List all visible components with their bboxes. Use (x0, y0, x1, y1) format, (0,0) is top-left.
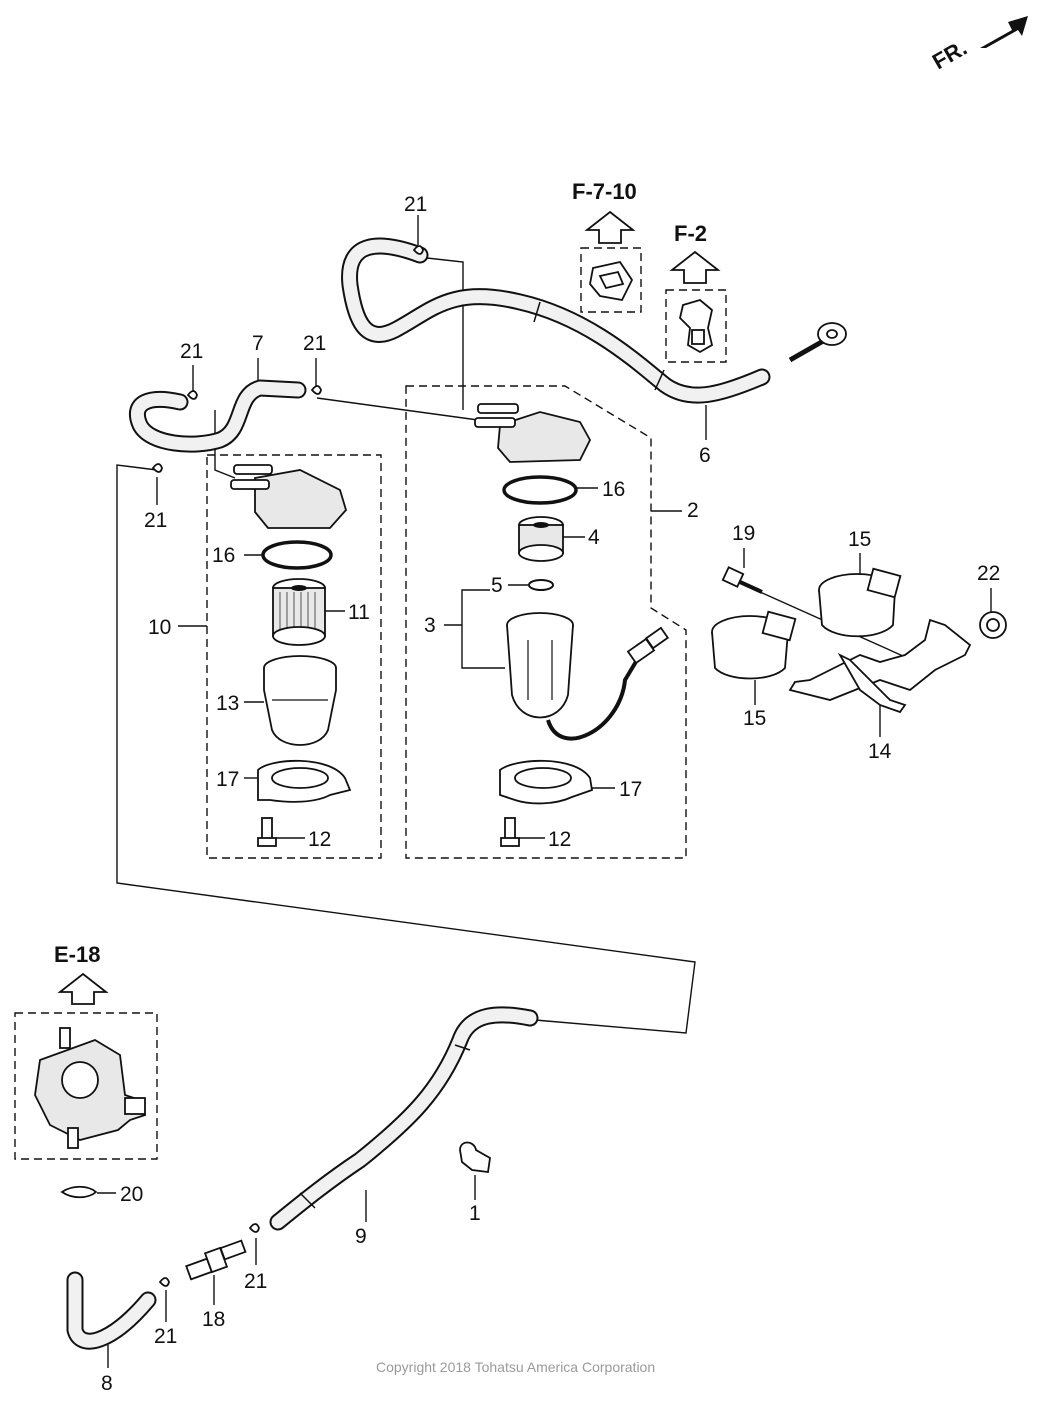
callout-13: 13 (216, 692, 239, 715)
connector-line-hose7-left (214, 410, 236, 479)
front-direction-indicator: FR. (928, 16, 1028, 74)
hose-clip-20 (60, 1185, 98, 1199)
hose-clip-icon-21f (158, 1277, 170, 1287)
callout-9: 9 (355, 1225, 367, 1248)
clamp-icon-f2 (679, 299, 714, 354)
fuel-pump-e18 (34, 1027, 147, 1149)
hose-clip-icon-21e (248, 1223, 260, 1233)
front-arrow-icon (980, 16, 1028, 48)
callout-17: 17 (619, 778, 642, 801)
hose-clip-icon-21b (186, 390, 198, 400)
callout-20: 20 (120, 1183, 143, 1206)
callout-8: 8 (101, 1372, 113, 1395)
bolt-12-left (257, 817, 277, 847)
callout-15: 15 (743, 707, 766, 730)
callout-19: 19 (732, 522, 755, 545)
filter-cup-13 (263, 655, 337, 746)
nut-22 (979, 611, 1007, 639)
fuel-hose-9 (269, 1006, 539, 1231)
reference-arrow-icon-f2 (669, 250, 721, 284)
fuel-hose-6 (341, 237, 771, 404)
reference-arrow-icon-f710 (584, 210, 636, 244)
callout-12: 12 (548, 828, 571, 851)
reference-box-f710 (580, 247, 642, 313)
callout-7: 7 (252, 332, 264, 355)
callout-22: 22 (977, 562, 1000, 585)
callout-21: 21 (244, 1270, 267, 1293)
float-4 (518, 516, 564, 562)
reference-arrow-icon-e18 (57, 972, 109, 1005)
callout-4: 4 (588, 526, 600, 549)
callout-16: 16 (212, 544, 235, 567)
assembly-box-10 (206, 454, 382, 859)
bracket-14 (788, 618, 972, 714)
gasket-17-left (257, 759, 352, 803)
reference-box-e18 (14, 1012, 158, 1160)
reference-label-f710: F-7-10 (572, 179, 637, 204)
callout-21: 21 (154, 1325, 177, 1348)
callout-2: 2 (687, 499, 699, 522)
callout-16: 16 (602, 478, 625, 501)
callout-6: 6 (699, 444, 711, 467)
callout-3: 3 (424, 614, 436, 637)
o-ring-16-left (261, 540, 333, 570)
callout-11: 11 (348, 601, 370, 624)
filter-element-11 (272, 578, 326, 646)
reference-label-f2: F-2 (674, 221, 707, 246)
o-ring-5 (528, 579, 554, 591)
o-ring-16-right (502, 475, 578, 505)
hose-clip-icon-21d (151, 463, 163, 473)
bolt-12-right (500, 817, 520, 847)
connector-line-filter-to-hose9 (116, 464, 696, 1034)
callout-5: 5 (491, 574, 503, 597)
hose-clip-icon-21c (310, 385, 322, 395)
copyright-text: Copyright 2018 Tohatsu America Corporati… (376, 1359, 655, 1375)
callout-15: 15 (848, 528, 871, 551)
callout-21: 21 (303, 332, 326, 355)
callout-10: 10 (148, 616, 171, 639)
assembly-box-2 (405, 385, 687, 859)
fuel-hose-7 (129, 379, 307, 453)
water-sensor-cup-3 (506, 612, 670, 741)
connector-line-hose6 (417, 256, 464, 410)
ring-terminal (788, 322, 847, 363)
holder-15-upper (818, 567, 902, 638)
front-label: FR. (928, 35, 971, 74)
callout-21: 21 (404, 193, 427, 216)
gasket-17-right (499, 759, 594, 805)
connector-line-hose7 (316, 397, 479, 421)
holder-15-lower (711, 610, 797, 680)
callout-18: 18 (202, 1308, 225, 1331)
leader-line (444, 589, 505, 669)
callout-21: 21 (180, 340, 203, 363)
bolt-19 (721, 566, 763, 594)
clip-1 (459, 1141, 491, 1174)
callout-21: 21 (144, 509, 167, 532)
callout-12: 12 (308, 828, 331, 851)
filter-cap-left (230, 464, 348, 529)
joint-18 (185, 1239, 247, 1281)
callout-17: 17 (216, 768, 239, 791)
callout-1: 1 (469, 1202, 481, 1225)
reference-box-f2 (665, 289, 727, 363)
callout-14: 14 (868, 740, 892, 763)
fuel-hose-8 (66, 1271, 157, 1350)
clamp-icon-f710 (589, 260, 634, 302)
filter-cap-right (474, 403, 592, 463)
hose-clip-icon-21a (412, 245, 424, 255)
reference-label-e18: E-18 (54, 942, 100, 967)
